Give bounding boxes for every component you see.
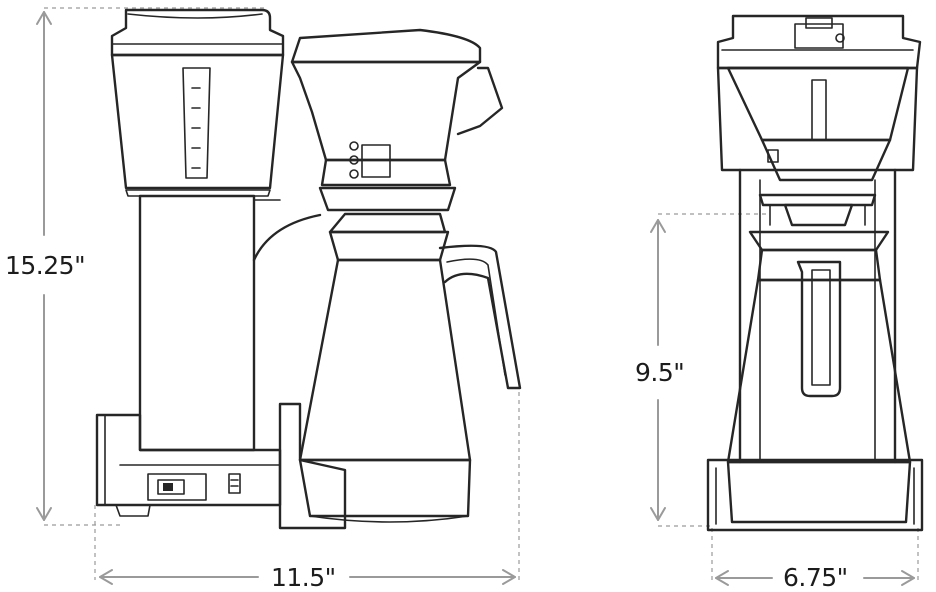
machine-base [95,402,347,530]
front-water-tank [716,14,922,172]
water-tank [110,53,285,197]
carafe-height-arrow [650,219,666,521]
brew-basket [290,28,504,212]
power-switch [147,473,207,501]
front-carafe [726,230,912,524]
total-height-label: 15.25" [2,253,89,278]
front-column [738,168,897,464]
hot-plate-switch [228,473,241,494]
drip-stop-switch [349,141,391,179]
water-level-gauge [182,67,211,179]
dimension-guides [36,7,919,586]
height-arrow [36,11,52,521]
side-view-coffee-maker [95,8,522,530]
width-arrow [99,569,516,585]
front-base [706,458,924,532]
thermal-carafe [298,212,522,523]
front-view-coffee-maker [706,14,924,532]
machine-column [138,194,322,452]
depth-arrow [715,570,915,586]
front-brew-basket [726,66,910,182]
depth-label: 6.75" [780,565,851,590]
carafe-height-label: 9.5" [632,360,688,385]
water-tank-lid [110,8,285,57]
width-label: 11.5" [268,565,339,590]
